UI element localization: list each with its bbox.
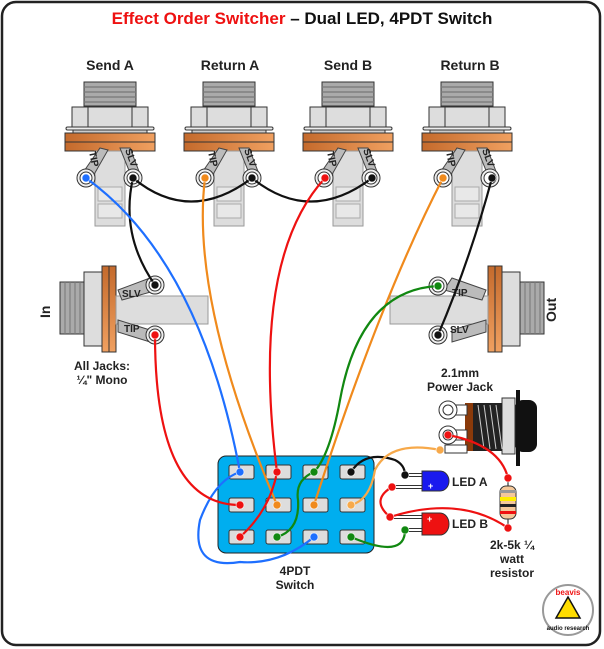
- out-tip-label: TIP: [452, 288, 468, 299]
- switch-label-line1: 4PDT: [280, 564, 311, 578]
- led-b-label: LED B: [452, 517, 488, 531]
- out-slv-label: SLV: [450, 325, 469, 336]
- in-tip-label: TIP: [124, 324, 140, 335]
- svg-text:audio research: audio research: [547, 626, 590, 632]
- send-a-label: Send A: [86, 57, 134, 73]
- wire-dots: [81, 173, 513, 542]
- svg-text:TIP: TIP: [205, 150, 219, 168]
- svg-text:+: +: [427, 514, 432, 524]
- diagram-title: Effect Order Switcher – Dual LED, 4PDT S…: [112, 9, 493, 28]
- return-a-label: Return A: [201, 57, 260, 73]
- led-a-label: LED A: [452, 475, 488, 489]
- jacks-note-line2: ¼" Mono: [76, 373, 127, 387]
- 4pdt-switch: [217, 455, 375, 554]
- svg-text:TIP: TIP: [324, 150, 338, 168]
- in-label: In: [37, 306, 53, 318]
- return-b-label: Return B: [440, 57, 499, 73]
- out-label: Out: [543, 298, 559, 322]
- resistor-label-line2: watt: [499, 552, 524, 566]
- power-jack-label-line1: 2.1mm: [441, 366, 479, 380]
- in-slv-label: SLV: [122, 289, 141, 300]
- in-jack: [59, 265, 209, 353]
- switch-label-line2: Switch: [276, 578, 315, 592]
- send-b-label: Send B: [324, 57, 372, 73]
- out-jack: [389, 265, 545, 353]
- svg-text:+: +: [428, 481, 433, 491]
- resistor: [499, 478, 517, 528]
- wires: [84, 176, 510, 565]
- svg-text:TIP: TIP: [443, 150, 457, 168]
- power-jack: [438, 390, 537, 466]
- resistor-label-line3: resistor: [490, 566, 534, 580]
- led-b: +: [390, 512, 450, 536]
- resistor-label-line1: 2k-5k ¼: [490, 538, 535, 552]
- svg-text:TIP: TIP: [86, 150, 100, 168]
- jacks-note-line1: All Jacks:: [74, 359, 130, 373]
- beavis-audio-research-logo: beavis audio research: [542, 584, 594, 636]
- svg-text:beavis: beavis: [556, 588, 581, 597]
- power-jack-label-line2: Power Jack: [427, 380, 493, 394]
